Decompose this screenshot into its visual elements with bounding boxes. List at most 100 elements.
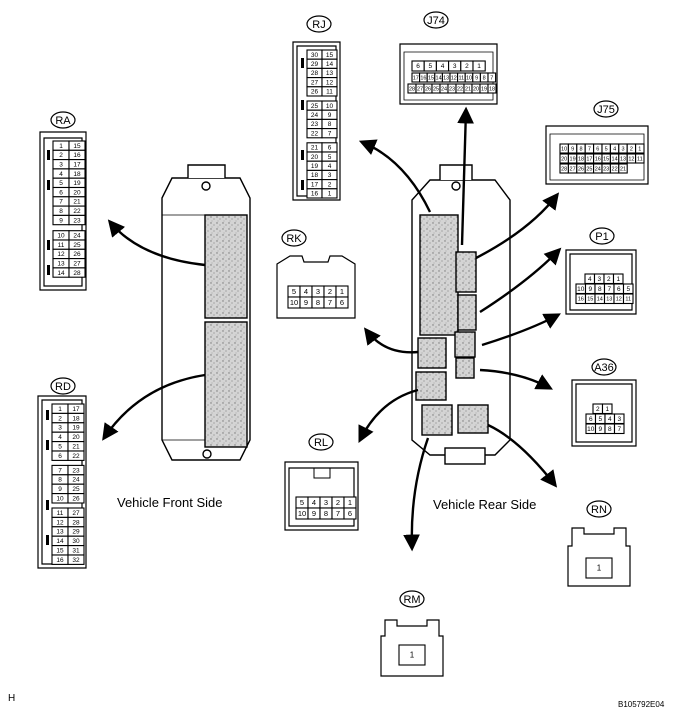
rj-pin-26: 26 [311, 89, 319, 96]
rj-latch [301, 58, 304, 68]
connector-rn: RN1 [567, 500, 631, 587]
rd-latch [46, 535, 49, 545]
rk-pin-cell [335, 296, 349, 309]
rd-pin-20: 20 [72, 434, 80, 441]
rj-pin-2: 2 [328, 181, 332, 188]
a36-pin-2: 2 [596, 406, 600, 413]
rl-pin-4: 4 [312, 498, 316, 507]
j75-pin-cell [618, 163, 628, 174]
j74-inner [403, 51, 494, 101]
rd-pin-8: 8 [58, 477, 62, 484]
a36-pin-8: 8 [608, 426, 612, 433]
rj-latch [301, 180, 304, 190]
j75-pin-27: 27 [570, 166, 576, 172]
j74-tag-label: J74 [427, 15, 445, 27]
ra-pin-13: 13 [57, 260, 65, 267]
j74-pin-13: 13 [443, 75, 449, 81]
rl-pin-2: 2 [336, 498, 340, 507]
a36-pin-10: 10 [587, 426, 595, 433]
rk-pin-7: 7 [328, 298, 332, 307]
rj-latch [301, 100, 304, 110]
rk-tag-label: RK [286, 233, 302, 245]
a36-pin-4: 4 [608, 416, 612, 423]
ra-pin-22: 22 [73, 208, 81, 215]
ra-pin-28: 28 [73, 270, 81, 277]
rk-pin-5: 5 [292, 287, 296, 296]
arrow-to-J75 [475, 192, 560, 260]
rd-pin-29: 29 [72, 529, 80, 536]
rj-pin-10: 10 [326, 103, 334, 110]
rj-pin-21: 21 [311, 145, 319, 152]
rj-pin-19: 19 [311, 163, 319, 170]
rd-pin-13: 13 [56, 529, 64, 536]
rk-tag-oval [281, 229, 307, 247]
j75-pin-15: 15 [603, 156, 609, 162]
j75-pin-24: 24 [595, 166, 601, 172]
j75-pin-10: 10 [561, 146, 567, 152]
j75-inner [549, 133, 645, 181]
rl-pin-5: 5 [300, 498, 304, 507]
j74-pin-24: 24 [441, 86, 447, 92]
rj-pin-29: 29 [311, 61, 319, 68]
j74-pin-9: 9 [475, 75, 478, 81]
connector-rm: RM1 [380, 590, 444, 677]
ra-pin-7: 7 [59, 199, 63, 206]
ra-pin-cell [68, 214, 86, 226]
rj-pin-1: 1 [328, 191, 332, 198]
rj-pin-8: 8 [328, 121, 332, 128]
rn-housing [567, 527, 631, 587]
rj-pin-cell [321, 128, 338, 139]
a36-pin-6: 6 [589, 416, 593, 423]
rm-tag-oval [399, 590, 425, 608]
ra-latch [47, 240, 50, 250]
rj-pin-18: 18 [311, 172, 319, 179]
j74-pin-21: 21 [465, 86, 471, 92]
j74-pin-14: 14 [436, 75, 442, 81]
j75-pin-19: 19 [570, 156, 576, 162]
rd-pin-30: 30 [72, 538, 80, 545]
p1-pin-cell [622, 293, 634, 305]
j75-pin-22: 22 [612, 166, 618, 172]
p1-pin-9: 9 [588, 286, 592, 293]
j74-pin-cell [487, 83, 497, 94]
ra-pin-27: 27 [73, 260, 81, 267]
arrow-to-RL [358, 388, 419, 444]
a36-pin-5: 5 [598, 416, 602, 423]
rd-pin-6: 6 [58, 453, 62, 460]
rj-pin-3: 3 [328, 172, 332, 179]
j75-pin-26: 26 [578, 166, 584, 172]
rj-pin-6: 6 [328, 145, 332, 152]
j75-pin-11: 11 [637, 156, 643, 162]
a36-pin-9: 9 [598, 426, 602, 433]
p1-pin-14: 14 [597, 297, 603, 303]
ra-pin-26: 26 [73, 251, 81, 258]
rj-pin-17: 17 [311, 181, 319, 188]
ra-pin-18: 18 [73, 171, 81, 178]
j74-pin-20: 20 [473, 86, 479, 92]
p1-tag-label: P1 [595, 231, 608, 243]
p1-pin-11: 11 [625, 297, 631, 303]
j75-tag-oval [593, 100, 619, 118]
rd-pin-32: 32 [72, 557, 80, 564]
j74-pin-cell [472, 60, 486, 72]
ra-pin-4: 4 [59, 171, 63, 178]
rj-pin-24: 24 [311, 112, 319, 119]
rl-pin-cell [343, 507, 357, 520]
rj-pin-7: 7 [328, 130, 332, 137]
rj-pin-25: 25 [311, 103, 319, 110]
ra-latch [47, 180, 50, 190]
ra-pin-2: 2 [59, 152, 63, 159]
rd-pin-cell [67, 554, 85, 565]
p1-pin-16: 16 [578, 297, 584, 303]
rd-latch [46, 500, 49, 510]
arrow-to-A36 [479, 368, 553, 390]
rm-tag-label: RM [403, 594, 420, 606]
rd-pin-21: 21 [72, 444, 80, 451]
ra-pin-8: 8 [59, 208, 63, 215]
j74-pin-5: 5 [428, 63, 432, 70]
rl-pin-7: 7 [336, 509, 340, 518]
rl-latch [313, 468, 331, 479]
